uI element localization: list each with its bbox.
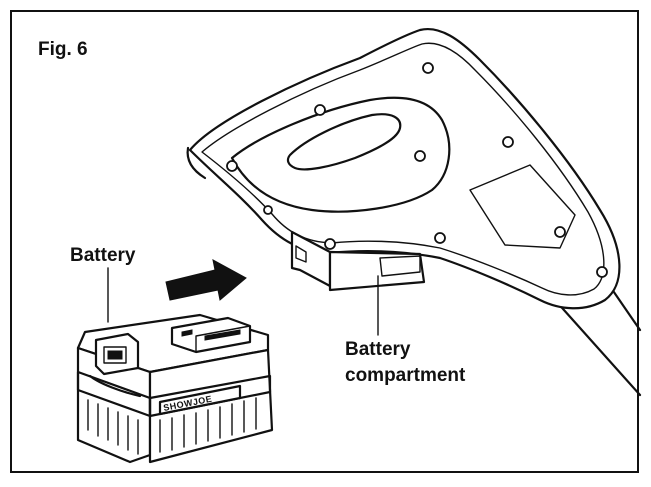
battery-charge-indicator — [103, 346, 127, 364]
screw-hole — [314, 104, 326, 116]
battery-compartment-label-line2: compartment — [345, 365, 466, 386]
compartment-contact — [295, 245, 307, 263]
compartment-side — [328, 250, 426, 292]
finger-slot — [286, 113, 402, 171]
screw-hole — [324, 238, 336, 250]
battery-rail-edge — [195, 325, 251, 353]
screw-hole — [422, 62, 434, 74]
battery-pack: SHOWJOE — [76, 267, 274, 464]
side-panel — [469, 164, 576, 249]
battery-band-front — [76, 370, 152, 418]
compartment-front — [290, 230, 332, 288]
insertion-arrow-icon — [165, 259, 247, 301]
screw-hole — [434, 232, 446, 244]
battery-indicator-window — [107, 350, 123, 360]
screw-hole — [414, 150, 426, 162]
screw-hole — [502, 136, 514, 148]
battery-side-face — [148, 348, 274, 464]
battery-compartment — [290, 230, 426, 336]
screw-hole — [596, 266, 608, 278]
battery-compartment-label: Battery compartment — [345, 337, 465, 389]
battery-terminal — [181, 329, 193, 337]
screw-hole — [554, 226, 566, 238]
shaft-lower-line — [553, 298, 642, 397]
screw-hole — [263, 205, 273, 215]
compartment-latch — [379, 255, 421, 277]
battery-label: Battery — [70, 245, 136, 266]
battery-terminal — [204, 329, 241, 341]
battery-grip-slot — [88, 374, 142, 398]
brand-plate — [158, 384, 242, 416]
battery-side-ribs — [159, 397, 257, 453]
battery-compartment-label-line1: Battery — [345, 339, 411, 360]
battery-front-ribs — [87, 399, 139, 455]
figure-title: Fig. 6 — [38, 39, 88, 60]
screw-hole — [226, 160, 238, 172]
handle-front-lip — [186, 146, 207, 180]
